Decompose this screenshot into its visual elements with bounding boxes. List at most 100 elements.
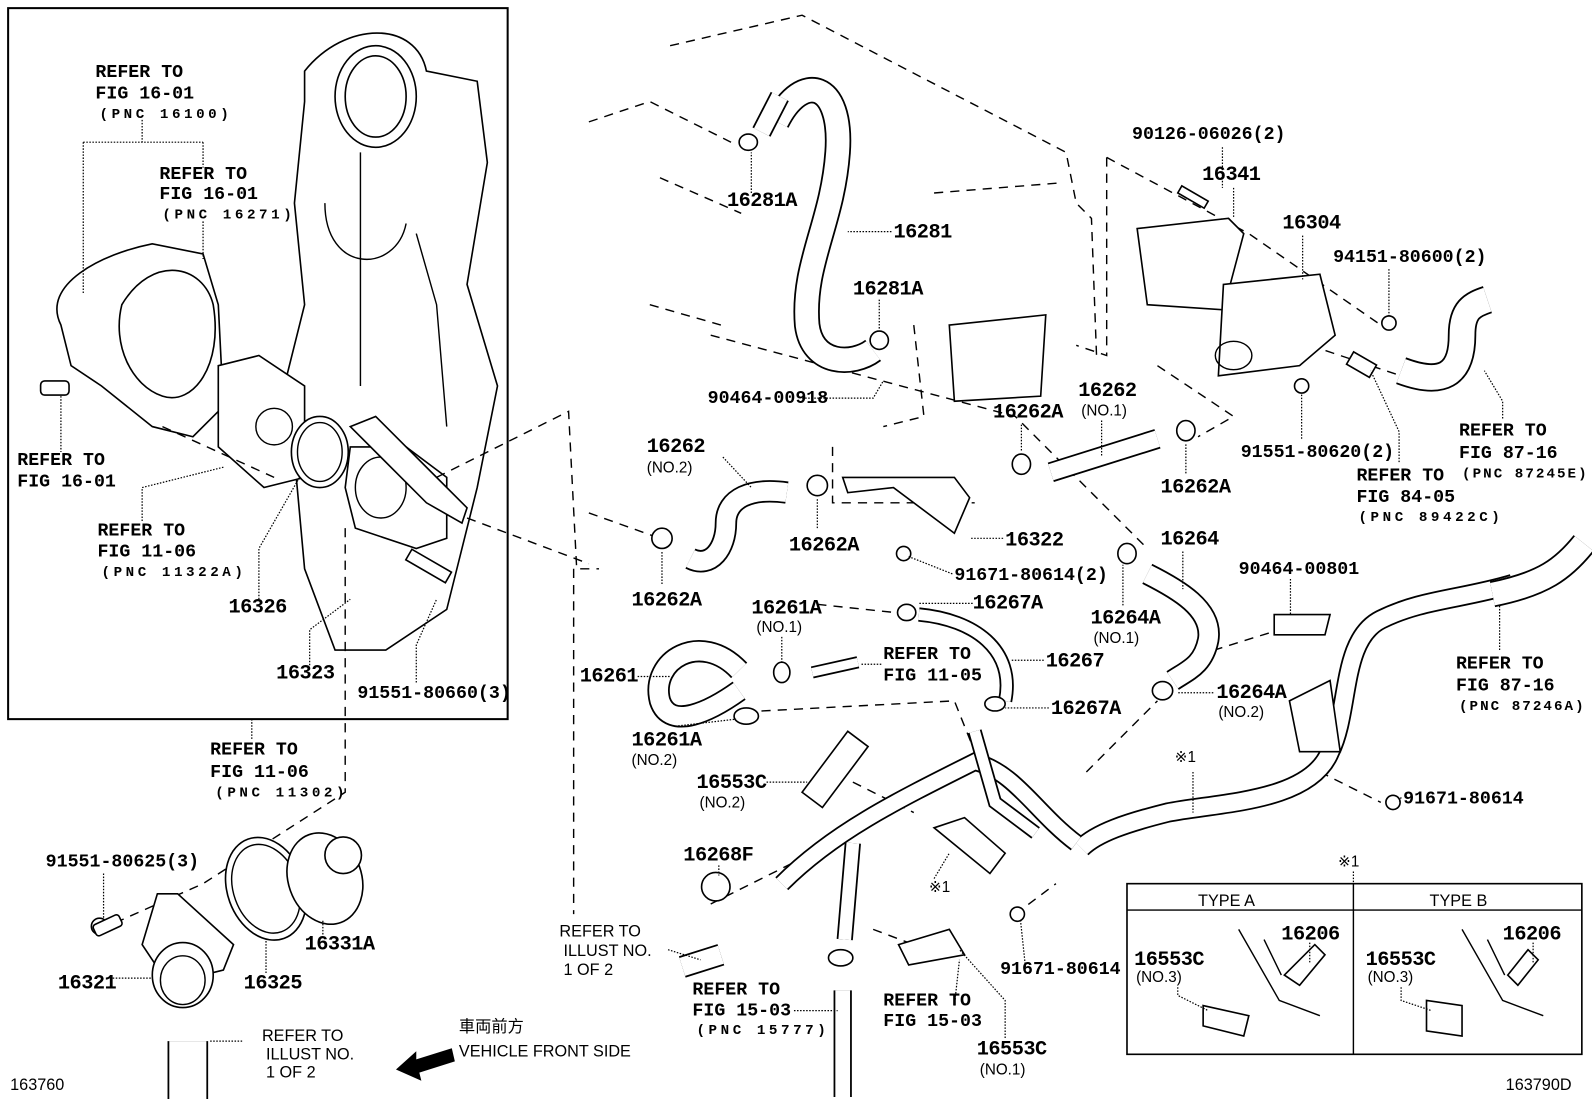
bolt-91551-80660 (404, 548, 453, 584)
part-91671-80614-right[interactable]: 91671-80614 (1403, 789, 1524, 809)
ref-fig-84-05-pnc: (PNC 89422C) (1358, 510, 1503, 526)
illustration-id-left: 163760 (10, 1076, 64, 1094)
part-16281[interactable]: 16281 (893, 222, 952, 245)
water-inlet-16323 (344, 415, 468, 550)
part-16264[interactable]: 16264 (1160, 528, 1219, 551)
part-16262-no2[interactable]: 16262 (647, 436, 706, 459)
part-16261[interactable]: 16261 (580, 666, 639, 689)
part-16322[interactable]: 16322 (1005, 529, 1064, 552)
part-90464-00801[interactable]: 90464-00801 (1239, 560, 1360, 580)
part-16267[interactable]: 16267 (1046, 650, 1105, 673)
part-16553c-a[interactable]: 16553C (1134, 949, 1205, 972)
illustration-id-right: 163790D (1506, 1076, 1572, 1094)
part-16206-a[interactable]: 16206 (1281, 924, 1340, 947)
part-16321[interactable]: 16321 (58, 972, 117, 995)
ref-fig-11-06-a-pnc: (PNC 11322A) (102, 565, 247, 581)
ref-fig-15-03-a[interactable]: REFER TO (692, 980, 780, 1000)
ref-illust-a[interactable]: REFER TO (262, 1027, 343, 1045)
ref-fig-16-01-a-pnc: (PNC 16100) (100, 107, 233, 123)
part-16262a-2[interactable]: 16262A (789, 535, 861, 558)
ref-fig-84-05[interactable]: REFER TO (1356, 466, 1444, 486)
ref-fig-15-03-b[interactable]: REFER TO (883, 992, 971, 1012)
part-16331a[interactable]: 16331A (305, 934, 377, 957)
ref-fig-16-01-b-fig[interactable]: FIG 16-01 (159, 185, 258, 205)
ref-fig-15-03-b-fig[interactable]: FIG 15-03 (883, 1012, 982, 1032)
part-16323[interactable]: 16323 (276, 662, 335, 685)
ref-fig-16-01-a[interactable]: REFER TO (95, 63, 183, 83)
vehicle-front-japanese: 車両前方 (459, 1018, 524, 1036)
ref-fig-16-01-a-fig[interactable]: FIG 16-01 (95, 85, 194, 105)
hose-fill (969, 729, 1039, 838)
part-16553c-a-no: (NO.3) (1136, 969, 1182, 986)
leader-lines (60, 119, 1504, 1042)
part-94151-80600[interactable]: 94151-80600(2) (1333, 248, 1486, 268)
part-90464-00918[interactable]: 90464-00918 (708, 389, 829, 409)
part-16262-no1[interactable]: 16262 (1078, 380, 1137, 403)
hose-fill (776, 753, 1081, 889)
ref-fig-87-16-a-pnc: (PNC 87245E) (1462, 466, 1589, 482)
part-91671-80614-2[interactable]: 91671-80614(2) (954, 566, 1107, 586)
part-16553c-b[interactable]: 16553C (1366, 949, 1437, 972)
gasket-16326 (290, 415, 350, 489)
part-16262-no1-sub: (NO.1) (1081, 402, 1127, 419)
part-16281a-top[interactable]: 16281A (727, 190, 799, 213)
ref-fig-16-01-b[interactable]: REFER TO (159, 165, 247, 185)
part-16325[interactable]: 16325 (244, 972, 303, 995)
part-91551-80660[interactable]: 91551-80660(3) (357, 684, 510, 704)
part-91671-80614-bottom[interactable]: 91671-80614 (1000, 960, 1121, 980)
ref-fig-11-05[interactable]: REFER TO (883, 645, 971, 665)
reference-callouts: REFER TO FIG 16-01 (PNC 16100) REFER TO … (17, 63, 1589, 1082)
part-16553c-no1[interactable]: 16553C (977, 1038, 1048, 1061)
part-16261a-no2[interactable]: 16261A (632, 730, 704, 753)
ref-fig-87-16-b[interactable]: REFER TO (1456, 654, 1544, 674)
clamps (90, 133, 1401, 967)
part-16553c-no2[interactable]: 16553C (697, 772, 768, 795)
ref-illust-b-no[interactable]: ILLUST NO. (563, 942, 651, 960)
part-16206-b[interactable]: 16206 (1503, 924, 1562, 947)
ref-fig-11-06-a[interactable]: REFER TO (97, 521, 185, 541)
ref-illust-b-of[interactable]: 1 OF 2 (563, 961, 613, 979)
bolt-left (39, 380, 70, 396)
part-16553c-no1-sub: (NO.1) (980, 1062, 1026, 1079)
part-16264a-no2[interactable]: 16264A (1216, 682, 1288, 705)
part-16281a-bottom[interactable]: 16281A (853, 279, 925, 302)
note-mark-pipe: ※1 (1175, 749, 1196, 766)
hose-fill (918, 609, 1012, 702)
ref-fig-16-01-c-fig[interactable]: FIG 16-01 (17, 473, 116, 493)
inset-frame (7, 7, 509, 721)
part-91551-80625[interactable]: 91551-80625(3) (46, 852, 199, 872)
part-16326[interactable]: 16326 (228, 596, 287, 619)
ref-illust-a-of[interactable]: 1 OF 2 (266, 1064, 316, 1082)
part-16267a-bottom[interactable]: 16267A (1051, 698, 1123, 721)
ref-fig-15-03-a-fig[interactable]: FIG 15-03 (692, 1002, 791, 1022)
part-16304[interactable]: 16304 (1282, 213, 1341, 236)
part-16341[interactable]: 16341 (1202, 164, 1261, 187)
part-16267a-top[interactable]: 16267A (973, 592, 1045, 615)
part-16262a-3[interactable]: 16262A (993, 401, 1065, 424)
part-16262a-4[interactable]: 16262A (1160, 477, 1232, 500)
ref-fig-87-16-a-fig[interactable]: FIG 87-16 (1459, 444, 1558, 464)
part-16264a-no1[interactable]: 16264A (1090, 608, 1162, 631)
ref-fig-11-06-b[interactable]: REFER TO (210, 741, 298, 761)
timing-cover (283, 32, 499, 651)
vehicle-front-label: VEHICLE FRONT SIDE (459, 1042, 631, 1060)
part-16261a-no2-sub: (NO.2) (632, 752, 678, 769)
ref-fig-16-01-c[interactable]: REFER TO (17, 451, 105, 471)
part-16262a-1[interactable]: 16262A (632, 589, 704, 612)
hose-fill (686, 482, 789, 571)
hose-fill (838, 842, 860, 941)
part-90126-06026[interactable]: 90126-06026(2) (1132, 125, 1285, 145)
ref-fig-11-06-b-fig[interactable]: FIG 11-06 (210, 763, 309, 783)
ref-fig-87-16-a[interactable]: REFER TO (1459, 422, 1547, 442)
part-91551-80620[interactable]: 91551-80620(2) (1241, 443, 1394, 463)
ref-fig-87-16-b-fig[interactable]: FIG 87-16 (1456, 677, 1555, 697)
ref-illust-b[interactable]: REFER TO (559, 922, 640, 940)
ref-fig-84-05-fig[interactable]: FIG 84-05 (1356, 488, 1455, 508)
ref-fig-11-05-fig[interactable]: FIG 11-05 (883, 667, 982, 687)
ref-illust-a-no[interactable]: ILLUST NO. (266, 1045, 354, 1063)
part-16268f[interactable]: 16268F (683, 844, 754, 867)
part-16261a-no1[interactable]: 16261A (751, 597, 823, 620)
ref-fig-11-06-a-fig[interactable]: FIG 11-06 (97, 543, 196, 563)
hose-fill (1143, 565, 1219, 689)
